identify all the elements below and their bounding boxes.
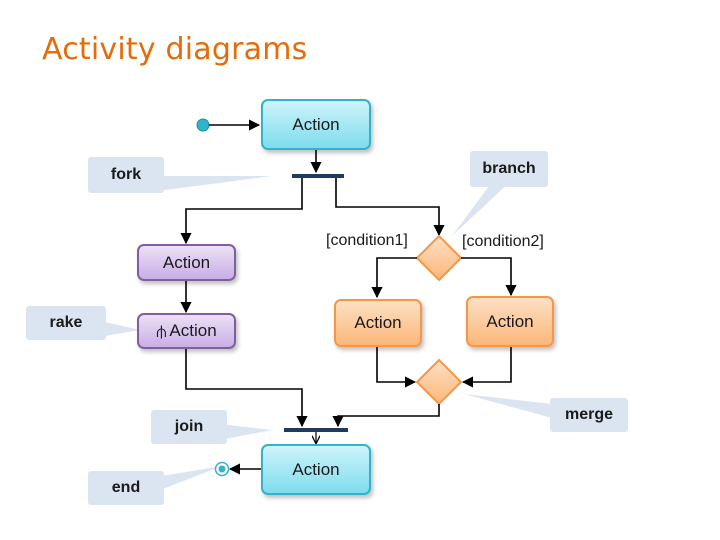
flow-to-merge-right bbox=[461, 347, 512, 388]
action-branch-right[interactable]: Action bbox=[466, 296, 554, 347]
rake-icon: ⫛ bbox=[156, 322, 167, 341]
action-branch-left-label: Action bbox=[354, 313, 402, 332]
merge-callout-tail bbox=[464, 394, 552, 418]
end-callout-tail bbox=[150, 466, 222, 494]
action-rake-label: Action bbox=[169, 321, 217, 340]
callout-rake: rake bbox=[26, 306, 106, 340]
flow-fork-left bbox=[180, 178, 303, 245]
page-title: Activity diagrams bbox=[42, 32, 308, 67]
action-start-label: Action bbox=[292, 114, 340, 134]
flow-branch-right bbox=[461, 257, 517, 297]
flow-to-merge-left bbox=[376, 347, 417, 388]
flow-rake-to-join bbox=[185, 349, 308, 428]
fork-callout-tail bbox=[150, 176, 272, 192]
guard-condition2: [condition2] bbox=[462, 233, 544, 250]
merge-diamond bbox=[415, 358, 463, 406]
action-left[interactable]: Action bbox=[137, 244, 236, 281]
flow-fork-right bbox=[335, 178, 445, 237]
final-node-core bbox=[218, 465, 226, 473]
callout-fork: fork bbox=[88, 157, 164, 193]
action-end[interactable]: Action bbox=[261, 444, 371, 495]
action-branch-left[interactable]: Action bbox=[334, 299, 422, 347]
callout-merge: merge bbox=[550, 398, 628, 432]
rake-callout-tail bbox=[105, 322, 140, 336]
action-start[interactable]: Action bbox=[261, 99, 371, 150]
callout-end: end bbox=[88, 471, 164, 505]
action-end-label: Action bbox=[292, 459, 340, 479]
flow-merge-to-join bbox=[332, 404, 440, 428]
action-branch-right-label: Action bbox=[486, 311, 534, 331]
fork-bar bbox=[292, 174, 344, 178]
branch-diamond bbox=[415, 234, 463, 282]
flow-branch-left bbox=[371, 257, 417, 299]
join-bar bbox=[284, 428, 348, 432]
branch-callout-tail bbox=[452, 182, 510, 236]
callout-branch: branch bbox=[470, 151, 548, 187]
callout-join: join bbox=[151, 410, 227, 444]
guard-condition1: [condition1] bbox=[326, 232, 408, 249]
action-left-label: Action bbox=[162, 252, 211, 272]
action-rake[interactable]: ⫛ Action bbox=[137, 313, 236, 349]
join-callout-tail bbox=[220, 424, 272, 440]
initial-node bbox=[196, 118, 210, 132]
